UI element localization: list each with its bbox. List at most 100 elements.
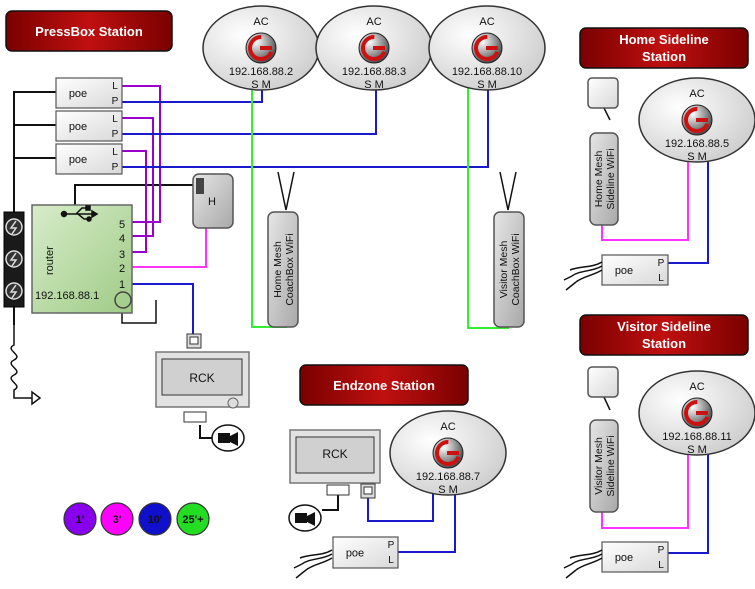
usb-icon xyxy=(60,205,99,222)
power-strip xyxy=(3,211,25,308)
ap-ports: S M xyxy=(364,79,384,91)
mesh-label-line1: Home Mesh xyxy=(272,241,284,298)
ap-label: AC xyxy=(440,421,455,433)
blue-cable xyxy=(132,283,194,340)
mesh-label-line2: Sideline WiFi xyxy=(605,148,617,209)
blue-cable xyxy=(668,155,709,264)
poe-port-l: L xyxy=(112,81,118,92)
ap-label: AC xyxy=(689,381,704,393)
poe-label: poe xyxy=(346,548,364,560)
poe-label: poe xyxy=(615,552,633,564)
station-banner-home-sideline: Home Sideline Station xyxy=(579,27,749,69)
rck-label: RCK xyxy=(189,371,214,385)
magenta-cable xyxy=(601,155,689,241)
router-port-label: 5 xyxy=(119,219,125,231)
brand-logo-icon xyxy=(471,32,503,64)
poe-port-l: L xyxy=(658,273,664,284)
power-plug-icon xyxy=(293,261,603,579)
mesh-label-line1: Home Mesh xyxy=(593,151,605,208)
ap-label: AC xyxy=(689,88,704,100)
station-banner-pressbox: PressBox Station xyxy=(5,10,173,52)
sideline-small-box xyxy=(587,366,619,398)
router-port-label: 3 xyxy=(119,249,125,261)
poe-port-p: P xyxy=(112,96,119,107)
poe-label: poe xyxy=(615,265,633,277)
poe-port-l: L xyxy=(112,147,118,158)
mesh-label-line1: Visitor Mesh xyxy=(498,241,510,299)
router-power-button-icon xyxy=(114,291,132,309)
ap-ip: 192.168.88.7 xyxy=(416,471,480,483)
cable-legend: 1'3'10'25'+ xyxy=(63,502,210,536)
station-title: Endzone Station xyxy=(333,378,435,393)
access-point: AC 192.168.88.7S M xyxy=(389,410,507,496)
ap-ports: S M xyxy=(687,444,707,456)
hub-label: H xyxy=(208,196,216,208)
poe-port-l: L xyxy=(112,114,118,125)
ap-ip: 192.168.88.11 xyxy=(662,431,732,443)
mesh-label-line2: Sideline WiFi xyxy=(605,435,617,496)
ap-ip: 192.168.88.2 xyxy=(229,66,293,78)
ap-ports: S M xyxy=(251,79,271,91)
purple-cable xyxy=(122,85,161,223)
brand-logo-icon xyxy=(432,437,464,469)
brand-logo-icon xyxy=(245,32,277,64)
station-title-line1: Home Sideline xyxy=(619,32,709,47)
station-banner-endzone: Endzone Station xyxy=(299,364,469,406)
brand-logo-icon xyxy=(681,104,713,136)
mesh-label-line2: CoachBox WiFi xyxy=(510,233,522,305)
power-plug-icon xyxy=(10,325,42,406)
camera-cable xyxy=(322,490,339,511)
router-ip: 192.168.88.1 xyxy=(35,290,99,302)
poe-port-p: P xyxy=(388,540,395,551)
antenna-icon xyxy=(499,171,517,211)
ap-label: AC xyxy=(366,16,381,28)
magenta-cable xyxy=(132,228,207,268)
brand-logo-icon xyxy=(681,397,713,429)
legend-label: 1' xyxy=(76,514,85,526)
router-label: router xyxy=(44,246,56,275)
blue-cable xyxy=(367,493,434,522)
purple-cable xyxy=(122,117,154,237)
ap-ports: S M xyxy=(438,484,458,496)
hub: H xyxy=(192,173,234,229)
station-title-line2: Station xyxy=(642,336,686,351)
camera-cable xyxy=(199,425,213,439)
blue-cable xyxy=(122,87,489,168)
purple-cable xyxy=(122,150,147,253)
ap-label: AC xyxy=(253,16,268,28)
blue-cable xyxy=(122,87,263,103)
ap-ip: 192.168.88.10 xyxy=(452,66,522,78)
mesh-label-line1: Visitor Mesh xyxy=(593,437,605,495)
brand-logo-icon xyxy=(358,32,390,64)
station-banner-visitor-sideline: Visitor Sideline Station xyxy=(579,314,749,356)
blue-cable xyxy=(122,87,377,135)
poe-label: poe xyxy=(69,88,87,100)
router-port-label: 4 xyxy=(119,233,125,245)
legend-label: 10' xyxy=(148,514,163,526)
access-point: AC 192.168.88.11S M xyxy=(638,370,755,456)
poe-port-p: P xyxy=(112,162,119,173)
blue-cable xyxy=(668,448,709,554)
mesh-label-line2: CoachBox WiFi xyxy=(284,233,296,305)
poe-port-p: P xyxy=(658,545,665,556)
poe-injector: poe PL xyxy=(332,536,399,569)
poe-port-l: L xyxy=(388,555,394,566)
poe-label: poe xyxy=(69,154,87,166)
poe-injector: poe LP xyxy=(55,77,123,109)
access-point: AC 192.168.88.2S M xyxy=(202,5,320,91)
poe-port-l: L xyxy=(658,560,664,571)
usb-cable xyxy=(74,184,196,205)
poe-injector: poe LP xyxy=(55,143,123,175)
rck-label: RCK xyxy=(322,447,347,461)
